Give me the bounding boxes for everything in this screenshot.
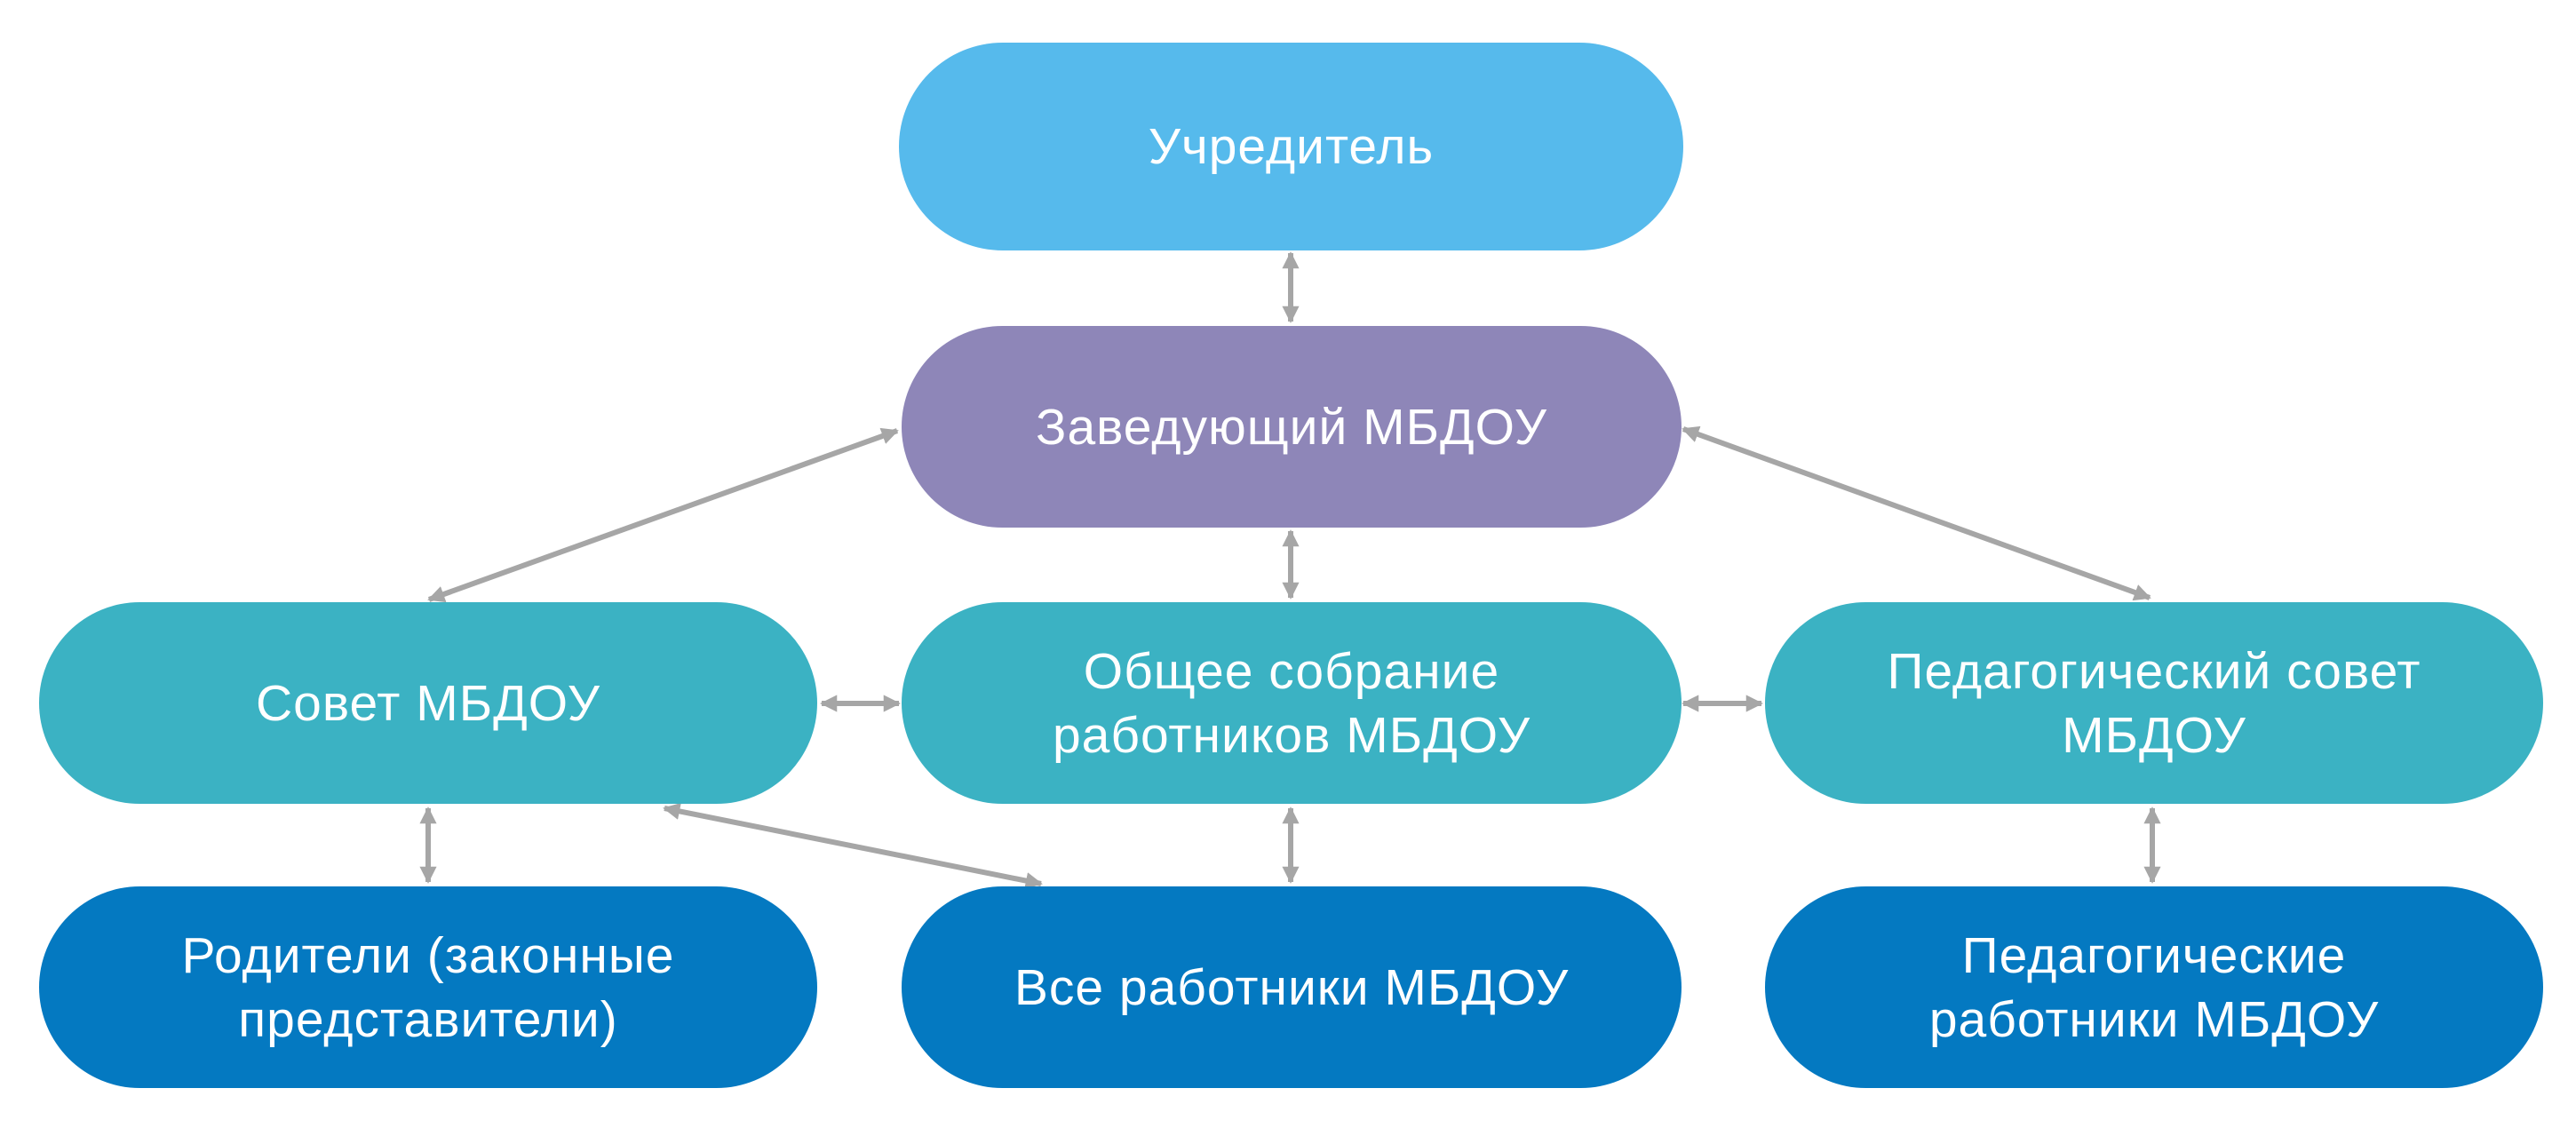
node-council-label: Совет МБДОУ xyxy=(255,674,601,732)
node-ped-staff-line2: работники МБДОУ xyxy=(1928,990,2380,1048)
node-founder: Учредитель xyxy=(899,43,1683,250)
node-ped-council: Педагогический совет МБДОУ xyxy=(1765,602,2543,804)
node-ped-council-line2: МБДОУ xyxy=(2062,706,2246,764)
node-director: Заведующий МБДОУ xyxy=(902,326,1682,528)
node-ped-staff: Педагогические работники МБДОУ xyxy=(1765,886,2543,1088)
node-general-meeting: Общее собрание работников МБДОУ xyxy=(902,602,1682,804)
node-parents-line2: представители) xyxy=(238,990,618,1048)
connector-director-council xyxy=(427,427,899,603)
node-parents: Родители (законные представители) xyxy=(39,886,817,1088)
node-ped-staff-label: Педагогические работники МБДОУ xyxy=(1929,924,2379,1052)
node-director-label: Заведующий МБДОУ xyxy=(1036,398,1547,456)
node-parents-line1: Родители (законные xyxy=(181,926,675,984)
node-general-meeting-label: Общее собрание работников МБДОУ xyxy=(1053,639,1530,767)
node-founder-label: Учредитель xyxy=(1148,118,1435,175)
node-parents-label: Родители (законные представители) xyxy=(182,924,675,1052)
node-general-meeting-line1: Общее собрание xyxy=(1083,642,1500,700)
connector-council-all-staff xyxy=(663,802,1043,890)
node-all-staff-label: Все работники МБДОУ xyxy=(1014,958,1570,1016)
node-ped-council-label: Педагогический совет МБДОУ xyxy=(1888,639,2421,767)
node-ped-council-line1: Педагогический совет xyxy=(1887,642,2421,700)
node-general-meeting-line2: работников МБДОУ xyxy=(1052,706,1531,764)
node-ped-staff-line1: Педагогические xyxy=(1961,926,2347,984)
connector-director-ped-council xyxy=(1682,425,2151,601)
node-council: Совет МБДОУ xyxy=(39,602,817,804)
node-all-staff: Все работники МБДОУ xyxy=(902,886,1682,1088)
